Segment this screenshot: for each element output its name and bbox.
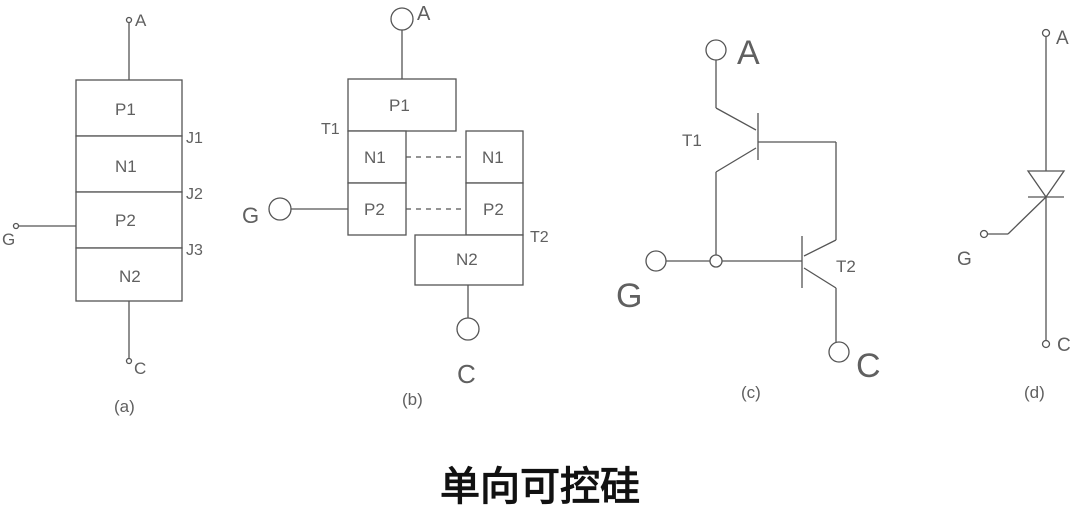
layer-p2-label: P2 (115, 211, 136, 230)
t1-label: T1 (321, 121, 340, 138)
cathode-label: C (457, 359, 476, 389)
cathode-terminal (456, 317, 480, 341)
right-n2-label: N2 (456, 250, 478, 269)
anode-label: A (1056, 28, 1069, 49)
left-layer-p1 (347, 78, 457, 132)
panel-a: A P1 N1 P2 N2 J1 J2 J3 G C (a) (2, 11, 203, 416)
gate-label: G (242, 203, 259, 228)
diagram-title: 单向可控硅 (440, 464, 640, 508)
layer-n2-label: N2 (119, 267, 141, 286)
left-n1-label: N1 (364, 148, 386, 167)
gate-diagonal (1007, 196, 1047, 235)
left-p1-label: P1 (389, 96, 410, 115)
t2-label: T2 (836, 257, 856, 276)
anode-terminal (125, 16, 133, 24)
cathode-label: C (856, 347, 881, 385)
gate-label: G (616, 277, 642, 315)
cathode-label: C (1057, 335, 1071, 356)
cathode-terminal (125, 357, 133, 365)
gate-terminal (979, 229, 989, 239)
caption-d: (d) (1024, 383, 1045, 402)
left-layer-n1 (347, 130, 407, 184)
gate-label: G (957, 249, 972, 270)
diode-triangle (1026, 170, 1066, 199)
caption-b: (b) (402, 390, 423, 409)
t2-emitter (803, 267, 837, 289)
panel-c: A T1 T2 G C (c) (616, 34, 881, 402)
panel-b: A P1 N1 P2 T1 N1 P2 N2 T2 G C (b) (242, 3, 549, 409)
right-layer-n1 (465, 130, 524, 184)
anode-terminal (390, 7, 414, 31)
gate-terminal (268, 197, 292, 221)
t1-collector (715, 147, 757, 173)
anode-label: A (737, 34, 760, 72)
caption-a: (a) (114, 397, 135, 416)
t2-collector (803, 239, 837, 257)
gate-terminal (12, 222, 20, 230)
junction-j3-label: J3 (186, 242, 203, 259)
anode-terminal (1041, 28, 1051, 38)
t1-emitter (715, 107, 757, 131)
gate-terminal (645, 250, 667, 272)
left-p2-label: P2 (364, 200, 385, 219)
cathode-terminal (1041, 339, 1051, 349)
right-p2-label: P2 (483, 200, 504, 219)
t2-label: T2 (530, 229, 549, 246)
gate-label: G (2, 230, 15, 249)
layer-n2 (75, 247, 183, 302)
right-n1-label: N1 (482, 148, 504, 167)
anode-terminal (705, 39, 727, 61)
junction-j1-label: J1 (186, 130, 203, 147)
layer-p1-label: P1 (115, 100, 136, 119)
cathode-terminal (828, 341, 850, 363)
cathode-label: C (134, 359, 146, 378)
right-layer-n2 (414, 234, 524, 286)
anode-label: A (135, 11, 147, 30)
caption-c: (c) (741, 383, 761, 402)
layer-n1-label: N1 (115, 157, 137, 176)
t1-label: T1 (682, 131, 702, 150)
panel-d: A G C (d) (957, 28, 1071, 402)
gate-junction-node (709, 254, 723, 268)
layer-n1 (75, 135, 183, 193)
junction-j2-label: J2 (186, 186, 203, 203)
anode-label: A (417, 3, 431, 25)
